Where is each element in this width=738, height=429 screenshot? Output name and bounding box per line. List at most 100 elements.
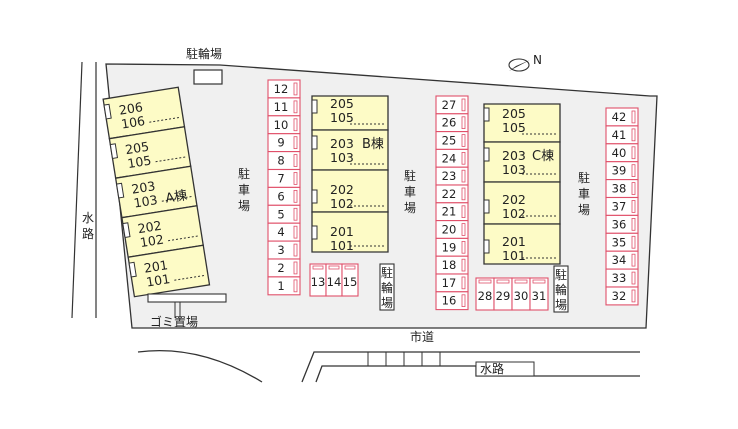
parking-label-2: 駐 車 場 bbox=[404, 168, 416, 215]
bicycle-parking-top bbox=[193, 69, 223, 85]
unit-b-upper-2: 203 bbox=[330, 136, 354, 151]
svg-text:車: 車 bbox=[238, 183, 250, 197]
parking-space: 41 bbox=[605, 125, 639, 145]
parking-space: 26 bbox=[435, 113, 469, 133]
unit-c-lower-4: 101 bbox=[502, 248, 526, 263]
parking-space-number: 10 bbox=[274, 118, 289, 132]
parking-space-number: 35 bbox=[612, 235, 627, 249]
parking-space: 36 bbox=[605, 214, 639, 234]
parking-space: 10 bbox=[267, 115, 301, 135]
parking-space-number: 13 bbox=[311, 275, 326, 289]
unit-a-upper-1: 206 bbox=[118, 99, 144, 118]
parking-space: 30 bbox=[511, 277, 531, 311]
parking-space-number: 27 bbox=[442, 98, 457, 112]
unit-a-lower-2: 105 bbox=[126, 152, 152, 171]
parking-space: 13 bbox=[309, 263, 327, 297]
svg-text:駐: 駐 bbox=[381, 265, 393, 280]
unit-a-upper-2: 205 bbox=[124, 139, 150, 158]
parking-space-number: 2 bbox=[277, 261, 284, 275]
unit-c-lower-2: 103 bbox=[502, 162, 526, 177]
parking-space-number: 22 bbox=[442, 187, 457, 201]
parking-space: 23 bbox=[435, 166, 469, 186]
svg-text:車: 車 bbox=[404, 185, 416, 199]
unit-c-upper-4: 201 bbox=[502, 234, 526, 249]
building-b-label: B棟 bbox=[362, 137, 384, 152]
parking-space: 8 bbox=[267, 151, 301, 171]
compass-label: N bbox=[533, 53, 542, 67]
svg-text:駐: 駐 bbox=[404, 168, 416, 183]
parking-space: 34 bbox=[605, 250, 639, 270]
building-a-label: A棟 bbox=[164, 188, 188, 206]
unit-a-lower-4: 102 bbox=[139, 232, 165, 251]
parking-space-number: 11 bbox=[274, 100, 289, 114]
parking-space-number: 5 bbox=[277, 207, 284, 221]
parking-space: 29 bbox=[493, 277, 513, 311]
parking-space: 2 bbox=[267, 258, 301, 278]
parking-space-number: 36 bbox=[612, 217, 627, 231]
parking-space: 19 bbox=[435, 237, 469, 257]
garbage-label: ゴミ置場 bbox=[150, 314, 198, 329]
parking-space: 24 bbox=[435, 148, 469, 168]
parking-space-number: 23 bbox=[442, 169, 457, 183]
parking-space: 28 bbox=[475, 277, 495, 311]
parking-space: 21 bbox=[435, 202, 469, 222]
parking-space-number: 17 bbox=[442, 276, 457, 290]
parking-space-number: 20 bbox=[442, 223, 457, 237]
parking-space: 27 bbox=[435, 95, 469, 115]
svg-text:輪: 輪 bbox=[555, 282, 567, 297]
parking-space: 32 bbox=[605, 286, 639, 306]
unit-b-lower-2: 103 bbox=[330, 150, 354, 165]
unit-b-lower-1: 105 bbox=[330, 110, 354, 125]
parking-label-1: 駐 車 場 bbox=[238, 166, 250, 213]
parking-space-number: 28 bbox=[478, 289, 493, 303]
parking-space-number: 41 bbox=[612, 128, 627, 142]
parking-space: 4 bbox=[267, 222, 301, 242]
parking-space-number: 14 bbox=[327, 275, 342, 289]
parking-space-number: 26 bbox=[442, 116, 457, 130]
parking-space-number: 42 bbox=[612, 110, 627, 124]
parking-space-number: 29 bbox=[496, 289, 511, 303]
water-label-bottom: 水路 bbox=[480, 361, 504, 376]
parking-space: 12 bbox=[267, 79, 301, 99]
parking-space-number: 12 bbox=[274, 82, 289, 96]
parking-space-number: 38 bbox=[612, 182, 627, 196]
parking-space-number: 21 bbox=[442, 205, 457, 219]
parking-space-number: 9 bbox=[277, 136, 284, 150]
parking-space-number: 19 bbox=[442, 240, 457, 254]
water-label-left-2: 路 bbox=[82, 226, 94, 241]
parking-space: 40 bbox=[605, 143, 639, 163]
svg-text:場: 場 bbox=[381, 296, 393, 310]
parking-space: 11 bbox=[267, 97, 301, 117]
parking-space-number: 33 bbox=[612, 271, 627, 285]
parking-space: 20 bbox=[435, 220, 469, 239]
unit-a-lower-3: 103 bbox=[133, 192, 159, 211]
parking-space: 33 bbox=[605, 268, 639, 288]
parking-space: 31 bbox=[529, 277, 549, 311]
water-channel-bottom: 水路 bbox=[301, 351, 640, 383]
water-channel-left: 水 路 bbox=[71, 61, 97, 319]
parking-space-number: 25 bbox=[442, 134, 457, 148]
svg-text:駐: 駐 bbox=[555, 267, 567, 282]
bicycle-parking-c: 駐 輪 場 bbox=[553, 265, 569, 313]
building-c-label: C棟 bbox=[532, 149, 554, 164]
city-road-label: 市道 bbox=[410, 329, 434, 344]
parking-space-number: 40 bbox=[612, 146, 627, 160]
parking-space: 38 bbox=[605, 179, 639, 199]
parking-space-number: 37 bbox=[612, 199, 627, 213]
parking-space-number: 15 bbox=[343, 275, 358, 289]
unit-c-upper-1: 205 bbox=[502, 106, 526, 121]
parking-space-number: 7 bbox=[277, 171, 284, 185]
unit-c-lower-3: 102 bbox=[502, 206, 526, 221]
bicycle-parking-b: 駐 輪 場 bbox=[379, 263, 395, 311]
unit-c-upper-3: 202 bbox=[502, 192, 526, 207]
parking-space-number: 32 bbox=[612, 289, 627, 303]
svg-text:場: 場 bbox=[238, 199, 250, 213]
svg-text:場: 場 bbox=[578, 203, 590, 217]
svg-text:車: 車 bbox=[578, 187, 590, 201]
parking-space: 25 bbox=[435, 131, 469, 150]
parking-space: 37 bbox=[605, 196, 639, 216]
